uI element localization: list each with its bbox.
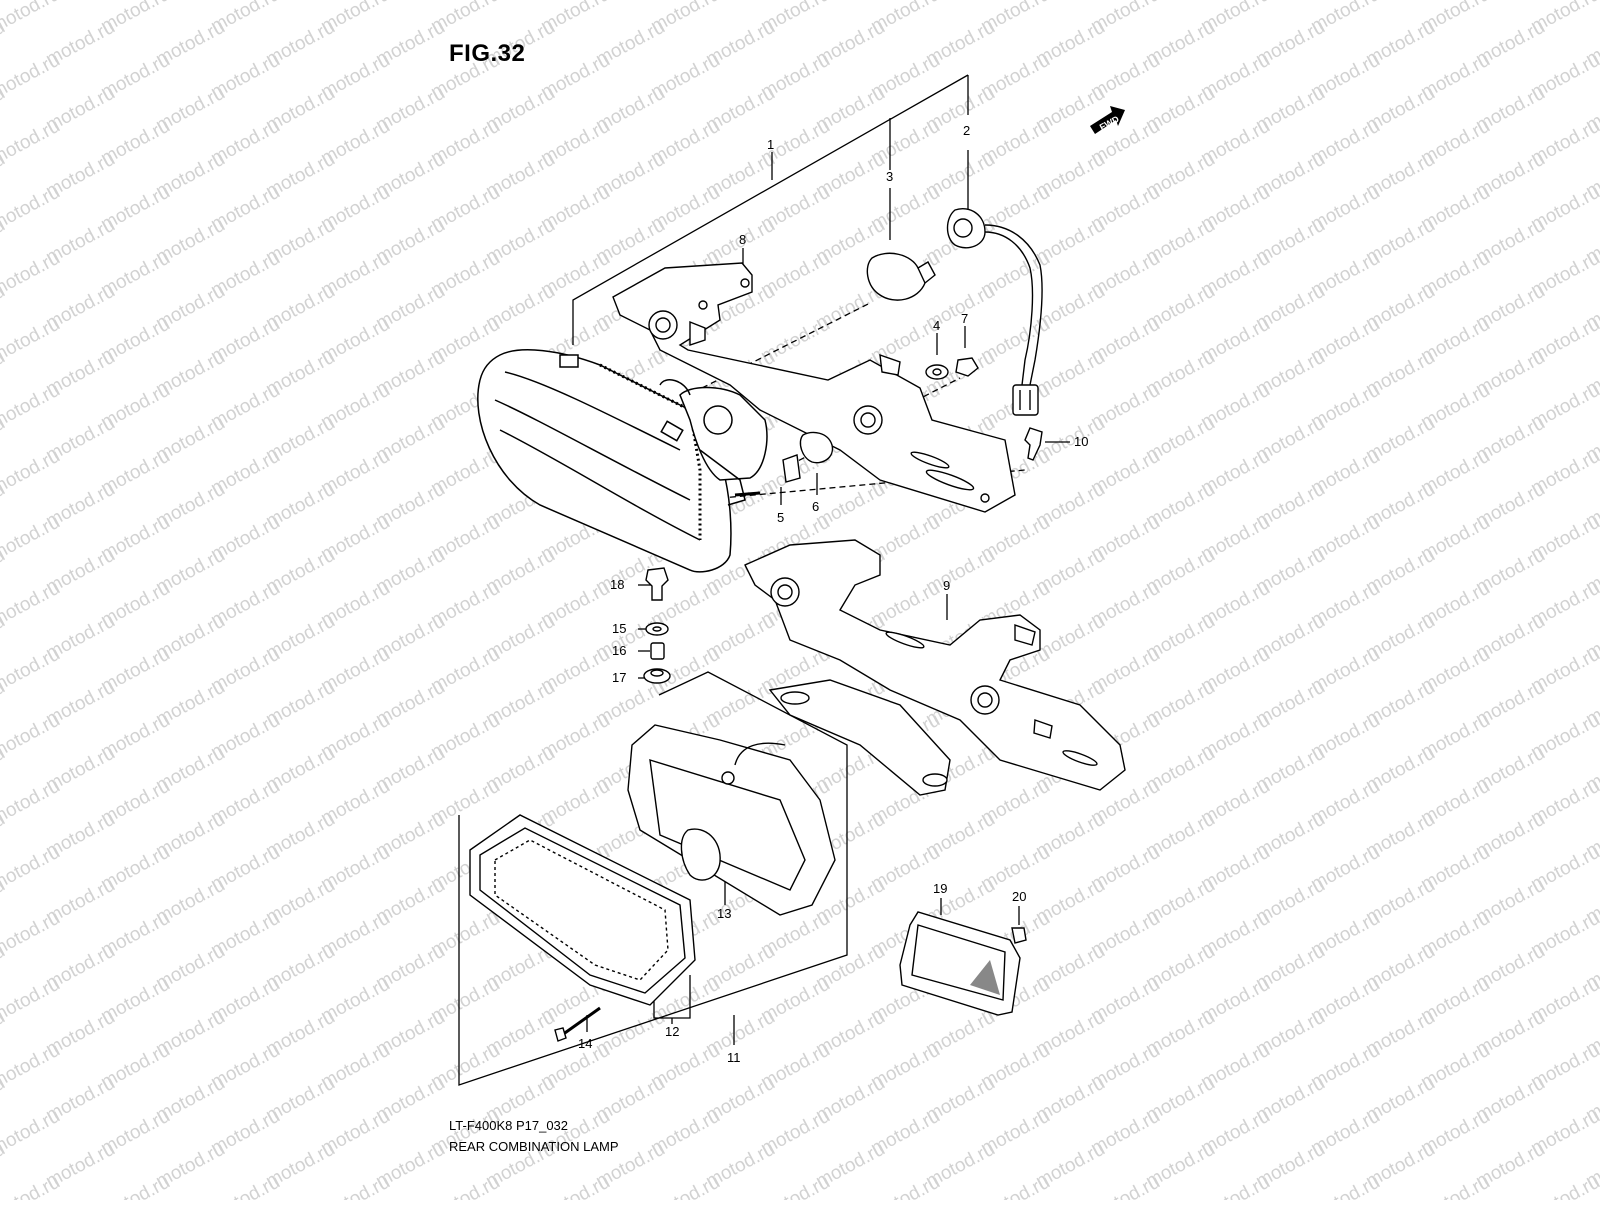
watermark-text: motod.ru — [317, 1172, 393, 1200]
watermark-text: motod.ru — [647, 1172, 723, 1200]
callout-7: 7 — [961, 311, 968, 326]
watermark-text: motod.ru — [1582, 0, 1600, 4]
callout-5: 5 — [777, 510, 784, 525]
socket-wire-part-2 — [946, 208, 1043, 416]
callout-19: 19 — [933, 881, 947, 896]
watermark-text: motod.ru — [977, 1172, 1053, 1200]
section-name: REAR COMBINATION LAMP — [449, 1139, 619, 1154]
watermark-text: motod.ru — [537, 1172, 613, 1200]
upper-bracket-part-8 — [612, 262, 1016, 513]
collar-part-5 — [782, 454, 801, 483]
watermark-text: motod.ru — [0, 776, 64, 830]
lower-bracket-part-9 — [744, 539, 1126, 796]
callout-15: 15 — [612, 621, 626, 636]
callout-13: 13 — [717, 906, 731, 921]
nut-part-20 — [1011, 927, 1027, 944]
watermark-text: motod.ru — [0, 1172, 64, 1200]
nut-part-7 — [955, 357, 979, 377]
figure-title: FIG.32 — [449, 40, 526, 67]
callout-11: 11 — [727, 1050, 741, 1065]
callout-18: 18 — [610, 577, 624, 592]
watermark-text: motod.ru — [1307, 1172, 1383, 1200]
bracket-group-1 — [572, 74, 969, 345]
watermark-text: motod.ru — [0, 0, 64, 37]
callout-3: 3 — [886, 169, 893, 184]
watermark-text: motod.ru — [0, 578, 64, 632]
callout-16: 16 — [612, 643, 626, 658]
license-lamp-part-11 — [469, 724, 836, 1042]
watermark-text: motod.ru — [1527, 1172, 1600, 1200]
watermark-text: motod.ru — [0, 710, 64, 764]
watermark-text: motod.ru — [0, 248, 64, 302]
watermark-text: motod.ru — [0, 116, 64, 170]
watermark-text: motod.ru — [0, 1106, 64, 1160]
watermark-text: motod.ru — [97, 1172, 173, 1200]
watermark-text: motod.ru — [0, 314, 64, 368]
watermark-text: motod.ru — [207, 1172, 283, 1200]
model-code: LT-F400K8 P17_032 — [449, 1118, 569, 1133]
lamp-housing — [627, 724, 836, 916]
watermark-text: motod.ru — [0, 50, 64, 104]
watermark-text: motod.ru — [0, 974, 64, 1028]
lens-part-12 — [469, 814, 696, 1006]
bulb-part-13 — [680, 828, 721, 881]
forward-direction-arrow: FWD — [1090, 106, 1125, 134]
watermark-text: motod.ru — [1087, 1172, 1163, 1200]
watermark-text: motod.ru — [0, 512, 64, 566]
callout-20: 20 — [1012, 889, 1026, 904]
callout-2: 2 — [963, 123, 970, 138]
watermark-text: motod.ru — [0, 644, 64, 698]
watermark-text: motod.ru — [0, 1040, 64, 1094]
reflector-part-19 — [899, 911, 1027, 1016]
callout-17: 17 — [612, 670, 626, 685]
watermark-text: motod.ru — [1417, 1172, 1493, 1200]
callout-6: 6 — [812, 499, 819, 514]
watermark-text: motod.ru — [0, 380, 64, 434]
bolt-part-10 — [1024, 427, 1043, 461]
screw-part-14 — [554, 1027, 567, 1042]
callout-14: 14 — [578, 1036, 592, 1051]
small-hardware-upper — [782, 357, 1043, 483]
bracket-group-11 — [458, 671, 848, 1086]
small-hardware-lower — [643, 567, 671, 684]
watermark-text: motod.ru — [0, 182, 64, 236]
callout-labels: 1 2 3 4 5 6 7 8 9 10 11 12 13 14 15 16 1… — [578, 123, 1088, 1065]
bulb-part-3 — [866, 252, 936, 301]
callout-10: 10 — [1074, 434, 1088, 449]
watermark-text: motod.ru — [0, 842, 64, 896]
callout-1: 1 — [767, 137, 774, 152]
callout-12: 12 — [665, 1024, 679, 1039]
watermark-text: motod.ru — [1197, 1172, 1273, 1200]
collar-part-16 — [650, 642, 665, 660]
callout-9: 9 — [943, 578, 950, 593]
rear-combination-lamp-part-1 — [477, 349, 768, 573]
watermark-text: motod.ru — [427, 1172, 503, 1200]
callout-8: 8 — [739, 232, 746, 247]
bolt-part-18 — [645, 567, 669, 601]
watermark-text: motod.ru — [0, 446, 64, 500]
watermark-text: motod.ru — [757, 1172, 833, 1200]
watermark-text: motod.ru — [0, 908, 64, 962]
watermark-text: motod.ru — [867, 1172, 943, 1200]
callout-4: 4 — [933, 318, 940, 333]
grommet-part-6 — [799, 431, 834, 464]
watermark-text: motod.ru — [0, 0, 9, 4]
